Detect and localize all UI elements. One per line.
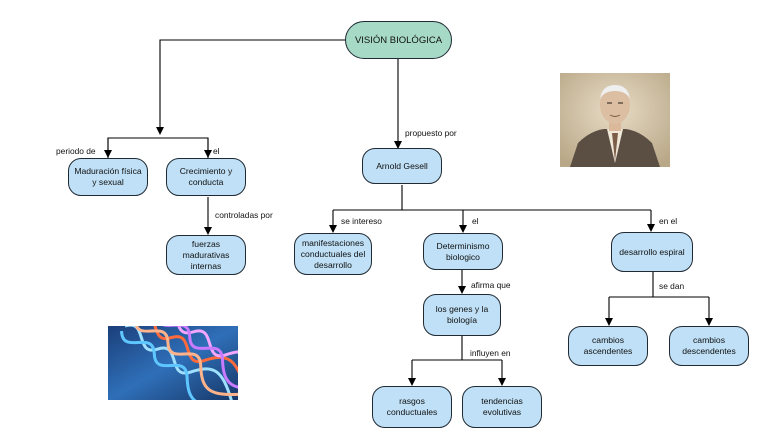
node-crecimiento: Crecimiento y conducta [166,158,246,196]
label-en-el: en el [659,216,678,226]
label-el-crecimiento: el [213,146,220,156]
label-afirma-que: afirma que [471,280,511,290]
node-vision-biologica: VISIÓN BIOLÓGICA [345,21,452,59]
label-periodo-de: periodo de [56,146,96,156]
label-influyen-en: influyen en [470,348,511,358]
label-se-dan: se dan [659,281,685,291]
label-controladas-por: controladas por [215,210,273,220]
node-desarrollo-espiral: desarrollo espiral [611,232,693,272]
label-el-determinismo: el [472,216,479,226]
label-propuesto-por: propuesto por [405,128,457,138]
node-cambios-ascendentes: cambios ascendentes [568,326,648,366]
label-se-intereso: se intereso [341,216,382,226]
node-fuerzas: fuerzas madurativas internas [166,235,246,275]
node-arnold-gesell: Arnold Gesell [362,148,442,184]
node-cambios-descendentes: cambios descendentes [669,326,749,366]
node-rasgos: rasgos conductuales [372,386,452,428]
dna-helix-image [108,326,238,400]
portrait-photo [560,73,670,167]
node-genes: los genes y la biología [423,294,501,336]
node-maduracion: Maduración física y sexual [68,158,148,196]
node-determinismo: Determinismo biologico [423,233,503,270]
node-tendencias: tendencias evolutivas [462,386,542,428]
node-manifestaciones: manifestaciones conductuales del desarro… [294,233,372,275]
